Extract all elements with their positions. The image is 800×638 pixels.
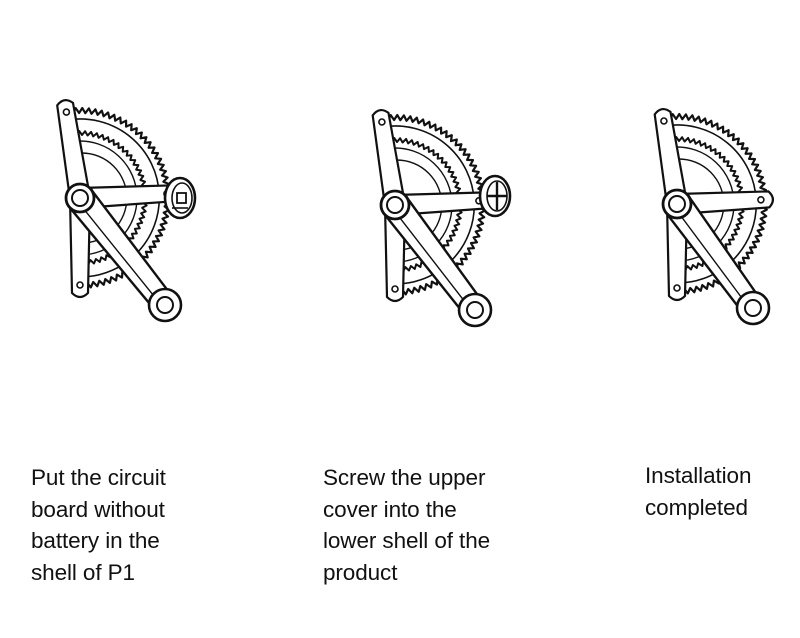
upper-cover-part xyxy=(478,174,512,218)
crankset-installed-icon xyxy=(653,108,774,326)
crank-arm xyxy=(379,189,493,328)
crank-arm xyxy=(64,182,183,323)
crankset-with-board-icon xyxy=(56,99,197,323)
step-1-caption: Put the circuit board without battery in… xyxy=(31,465,166,585)
crank-arm xyxy=(661,188,771,326)
step-3-caption: Installation completed xyxy=(645,463,752,520)
circuit-board-part xyxy=(163,176,197,220)
crankset-with-cover-icon xyxy=(371,109,512,328)
spider-arms xyxy=(371,109,492,303)
step-2-caption: Screw the upper cover into the lower she… xyxy=(323,465,491,585)
